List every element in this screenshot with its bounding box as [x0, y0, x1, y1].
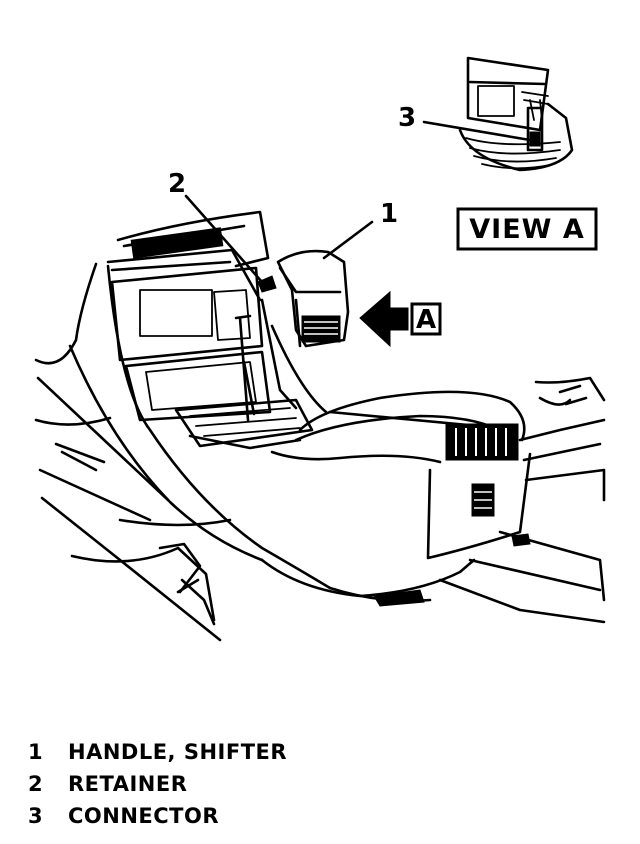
legend-text: HANDLE, SHIFTER [68, 740, 288, 764]
callout-2: 2 [168, 169, 186, 199]
leader-line-2 [184, 194, 264, 284]
legend-num: 3 [28, 804, 44, 828]
legend-item-1: 1 HANDLE, SHIFTER [28, 736, 287, 768]
center-console-illustration [34, 210, 606, 642]
callout-3: 3 [398, 103, 416, 133]
view-a-label: VIEW A [469, 214, 584, 245]
legend-item-3: 3 CONNECTOR [28, 800, 287, 832]
legend-num: 2 [28, 772, 44, 796]
legend-num: 1 [28, 740, 44, 764]
arrow-a-label: A [416, 305, 436, 335]
leader-line-3 [422, 120, 532, 142]
legend-item-2: 2 RETAINER [28, 768, 287, 800]
view-a-box [456, 207, 598, 251]
legend-text: CONNECTOR [68, 804, 220, 828]
leader-line-1 [322, 220, 374, 260]
view-a-inset-illustration [458, 56, 574, 172]
callout-1: 1 [380, 199, 398, 229]
legend-text: RETAINER [68, 772, 188, 796]
view-a-arrow-icon [359, 290, 409, 348]
parts-legend: 1 HANDLE, SHIFTER 2 RETAINER 3 CONNECTOR [28, 736, 287, 832]
arrow-a-box [410, 302, 442, 336]
